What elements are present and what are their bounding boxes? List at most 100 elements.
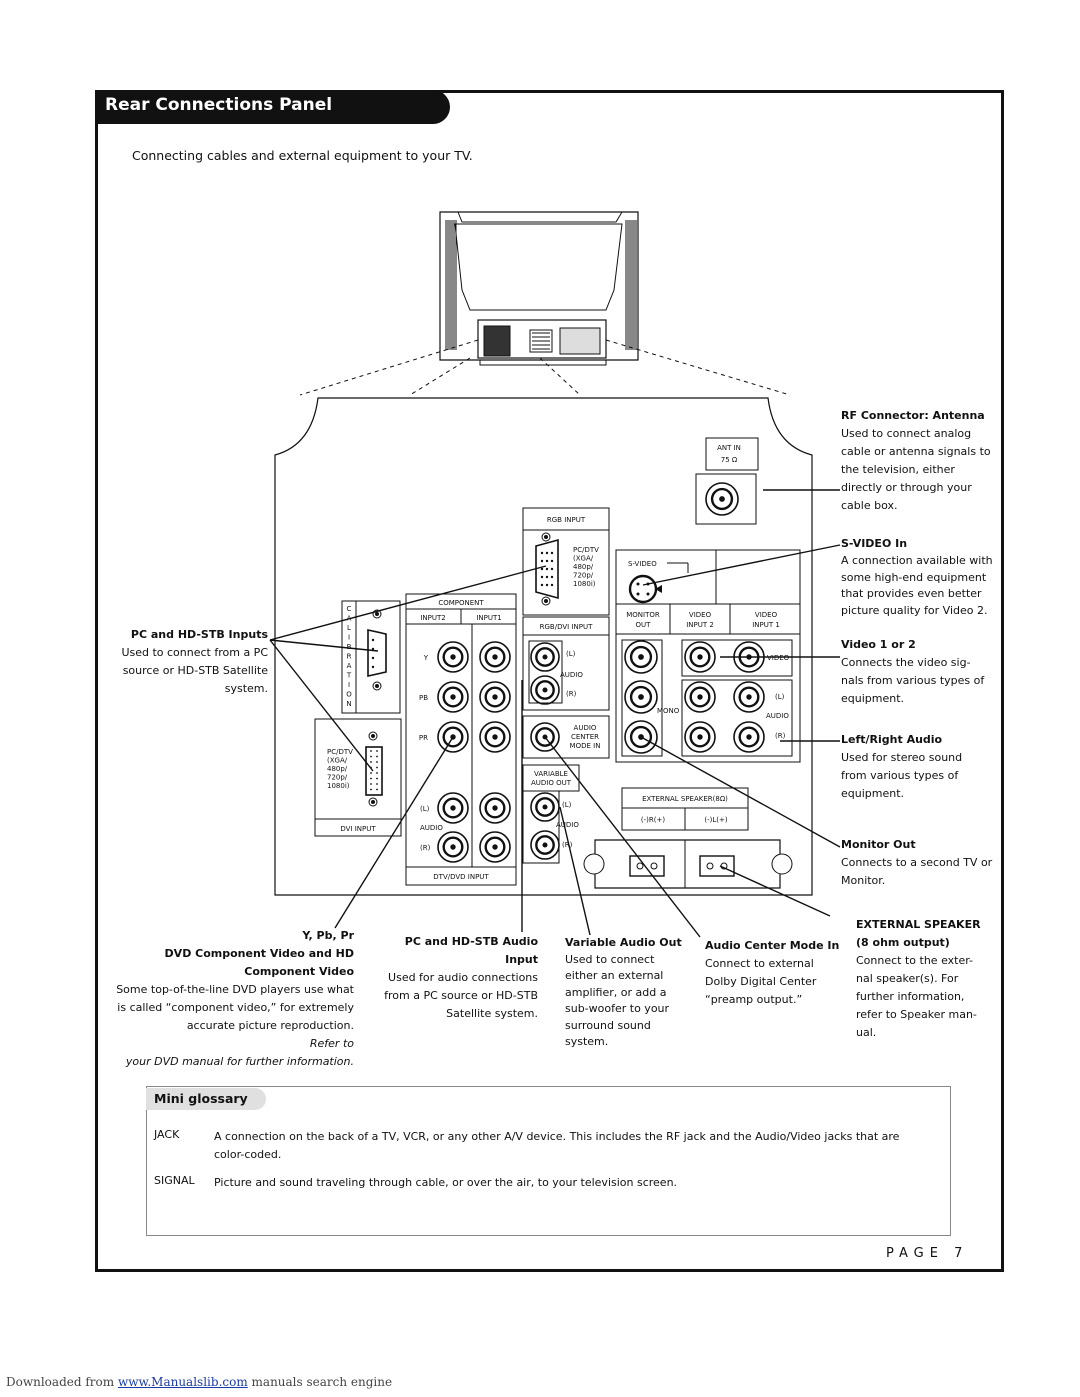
description-line: Connect to external: [705, 957, 814, 970]
dashed-projection: [605, 339, 791, 396]
dvi-pin: [376, 755, 378, 758]
dtv-left-jack-pin: [450, 805, 456, 811]
svideo-pin: [636, 582, 640, 586]
description-line: nal speaker(s). For: [856, 972, 959, 985]
vga-pin: [540, 559, 544, 563]
vga-pin: [545, 567, 549, 571]
dvi-pin: [376, 788, 378, 791]
dvi-label-box: [314, 818, 402, 837]
component-in1-jack: [479, 721, 511, 753]
pc-hdstb-callout: PC and HD-STB Inputs Used to connect fro…: [108, 626, 268, 698]
screw: [541, 596, 551, 606]
rgb-dvi-input-label: RGB/DVI INPUT: [540, 623, 593, 631]
component-signal-label: PR: [419, 734, 428, 742]
page-frame: [95, 90, 1004, 1272]
description-line: picture quality for Video 2.: [841, 603, 988, 617]
dvi-pin: [370, 761, 372, 763]
left-label: (L): [420, 805, 430, 813]
var-audio-right-jack: [530, 830, 560, 860]
var-audio-leader: [559, 806, 591, 936]
audio1-left-jack: [733, 681, 765, 713]
speaker-terminal-left: [699, 855, 735, 877]
svideo-title: S-VIDEO In: [841, 537, 908, 550]
video-callout: Video 1 or 2 Connects the video sig-nals…: [841, 636, 1001, 708]
svideo-label: S-VIDEO: [628, 560, 657, 568]
dvi-pin: [376, 761, 378, 763]
dvi-port: [365, 746, 383, 796]
pc-hdstb-leader: [269, 639, 374, 772]
audio2-left-jack-pin: [697, 694, 703, 700]
screw-inner: [371, 800, 375, 804]
rgb-audio-right-jack: [530, 675, 560, 705]
svideo-arrow: [655, 585, 662, 593]
description-line: either an external: [565, 969, 664, 982]
center-mode-label: MODE IN: [570, 742, 601, 750]
component-in1-jack: [479, 681, 511, 713]
component-label: COMPONENT: [438, 599, 484, 607]
description-line: some high-end equipment: [841, 570, 987, 584]
video-row-group: [681, 639, 793, 677]
description-line: accurate picture reproduction.: [186, 1019, 354, 1032]
dtv-dvd-label-box: [405, 866, 517, 886]
component-in1-jack-pin: [492, 694, 498, 700]
description-line: “preamp output.”: [705, 993, 803, 1006]
glossary-term: JACK: [154, 1128, 180, 1141]
svideo-jack: [628, 574, 658, 604]
dtv-right-in1-jack: [479, 831, 511, 863]
lr-audio-title: Left/Right Audio: [841, 733, 943, 746]
dvi-pin: [376, 750, 378, 752]
ypbpr-title-2: DVD Component Video and HD: [164, 947, 354, 960]
screw-inner: [544, 599, 548, 603]
rgb-dvi-audio-box: [522, 634, 610, 711]
description-line: that provides even better: [841, 587, 982, 600]
vga-pin: [540, 551, 544, 555]
description-line: Connect to the exter-: [856, 954, 974, 967]
input2-label: INPUT2: [420, 614, 445, 622]
description-line: Used to connect analog: [841, 427, 972, 440]
glossary-box: [146, 1086, 951, 1236]
description-line: from various types of: [841, 769, 959, 782]
screw-inner: [375, 612, 379, 616]
audio-label: AUDIO: [420, 824, 443, 832]
audio-rows-group: [681, 679, 793, 757]
description-line: Used to connect: [565, 952, 655, 966]
rgb-input-label: RGB INPUT: [547, 516, 586, 524]
tv-terminal-left: [483, 325, 511, 357]
pc-audio-title-1: PC and HD-STB Audio: [404, 935, 538, 948]
page-title: Rear Connections Panel: [105, 95, 333, 115]
screw: [372, 609, 382, 619]
ext-speaker-title-1: EXTERNAL SPEAKER: [856, 918, 981, 931]
rgb-audio-right-jack-pin: [542, 687, 548, 693]
video-label: VIDEO: [767, 654, 790, 662]
description-line: refer to Speaker man-: [856, 1008, 977, 1021]
ypbpr-leader: [334, 736, 454, 929]
tv-fan-grille: [529, 329, 553, 353]
var-audio-left-jack: [530, 792, 560, 822]
monitor-out-label: MONITOR: [626, 611, 660, 619]
description-line: equipment.: [841, 787, 905, 800]
component-in1-jack-pin: [492, 654, 498, 660]
right-label: (R): [562, 841, 573, 849]
svideo-pin: [636, 592, 640, 596]
footer-link[interactable]: www.Manualslib.com: [117, 1375, 248, 1389]
dtv-left-in1-jack: [479, 792, 511, 824]
rgb-dvi-audio-jacks: [528, 640, 563, 704]
dvi-pin: [376, 777, 378, 780]
pc-audio-callout: PC and HD-STB Audio Input Used for audio…: [380, 933, 538, 1023]
variable-audio-label: VARIABLE: [534, 770, 568, 778]
rgb-audio-left-jack: [530, 642, 560, 672]
description-line: system.: [224, 682, 268, 695]
ypbpr-title-1: Y, Pb, Pr: [302, 929, 354, 942]
calibration-letter: B: [347, 643, 352, 651]
vga-pin: [545, 551, 549, 555]
right-label: (R): [775, 732, 786, 740]
screw-inner: [371, 734, 375, 738]
terminal-screw: [706, 862, 714, 870]
variable-audio-label: AUDIO OUT: [531, 779, 572, 787]
